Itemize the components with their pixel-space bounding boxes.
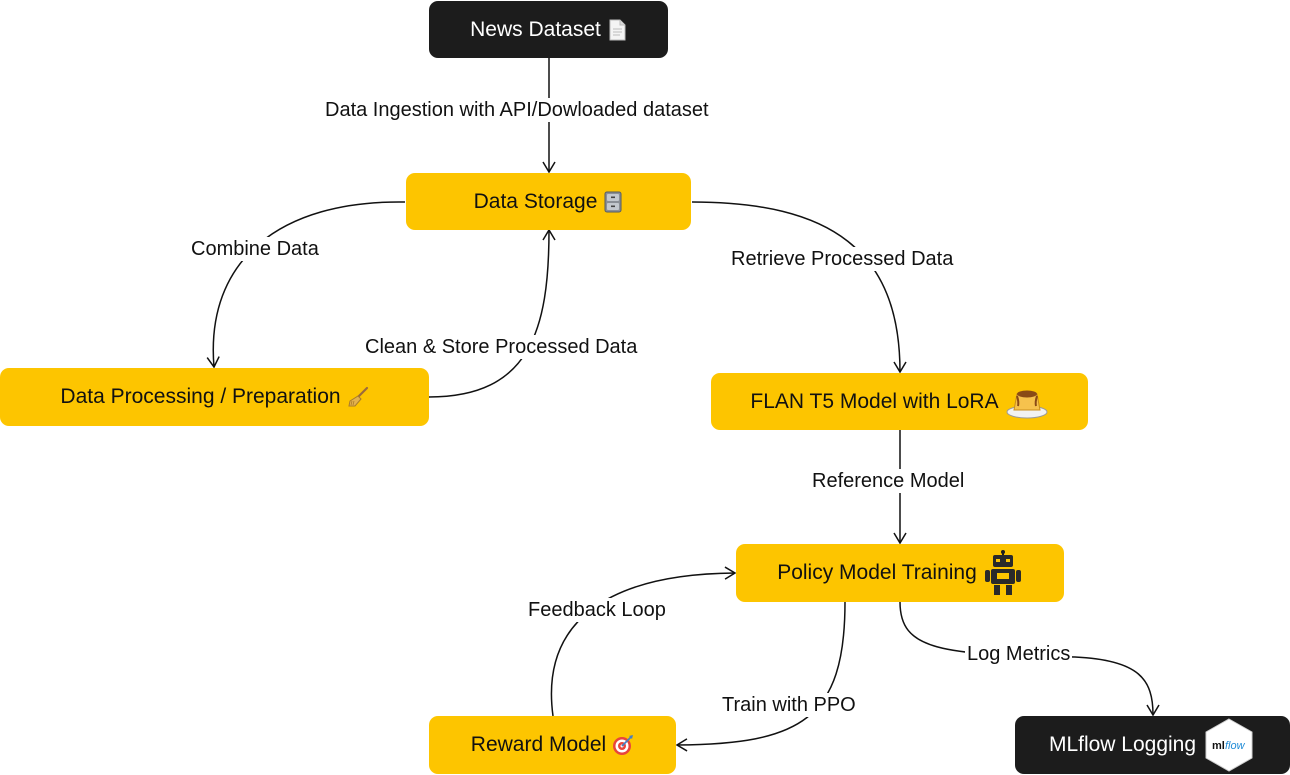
node-reward-model: Reward Model [429,716,676,774]
node-data-processing: Data Processing / Preparation [0,368,429,426]
node-reward-model-label: Reward Model [470,733,607,756]
document-icon [607,19,627,41]
edge-train-ppo-line [675,601,846,752]
edge-feedback-line [550,566,737,717]
node-data-processing-label: Data Processing / Preparation [60,385,341,408]
edge-label-combine: Combine Data [189,237,321,261]
broom-icon [347,386,369,408]
edge-label-log-metrics: Log Metrics [965,642,1073,666]
node-data-storage-label: Data Storage [473,189,598,213]
edge-clean-store-line [428,228,556,398]
node-news-dataset-label: News Dataset [470,17,601,41]
edge-label-clean-store: Clean & Store Processed Data [363,335,640,359]
robot-icon [983,550,1023,596]
node-mlflow-logging-label: MLflow Logging [1048,733,1197,756]
edge-label-reference: Reference Model [810,469,967,493]
edge-retrieve-line [691,201,907,374]
svg-text:ml: ml [1212,740,1225,752]
file-cabinet-icon [603,191,623,213]
flan-pudding-icon [1005,384,1049,420]
edge-label-retrieve: Retrieve Processed Data [729,247,956,271]
target-icon [612,734,634,756]
node-flan-t5-label: FLAN T5 Model with LoRA [750,389,999,413]
node-mlflow-logging: MLflow Logging ml flow [1015,716,1290,774]
edge-label-ingestion: Data Ingestion with API/Dowloaded datase… [323,98,711,122]
node-policy-training-label: Policy Model Training [777,561,977,584]
node-policy-training: Policy Model Training [736,544,1064,602]
edge-label-feedback: Feedback Loop [526,598,668,622]
node-flan-t5: FLAN T5 Model with LoRA [711,373,1088,430]
node-data-storage: Data Storage [406,173,691,230]
node-news-dataset: News Dataset [429,1,668,58]
mlflow-logo: ml flow [1202,718,1256,772]
svg-text:flow: flow [1225,740,1246,752]
edge-label-train-ppo: Train with PPO [720,693,858,717]
